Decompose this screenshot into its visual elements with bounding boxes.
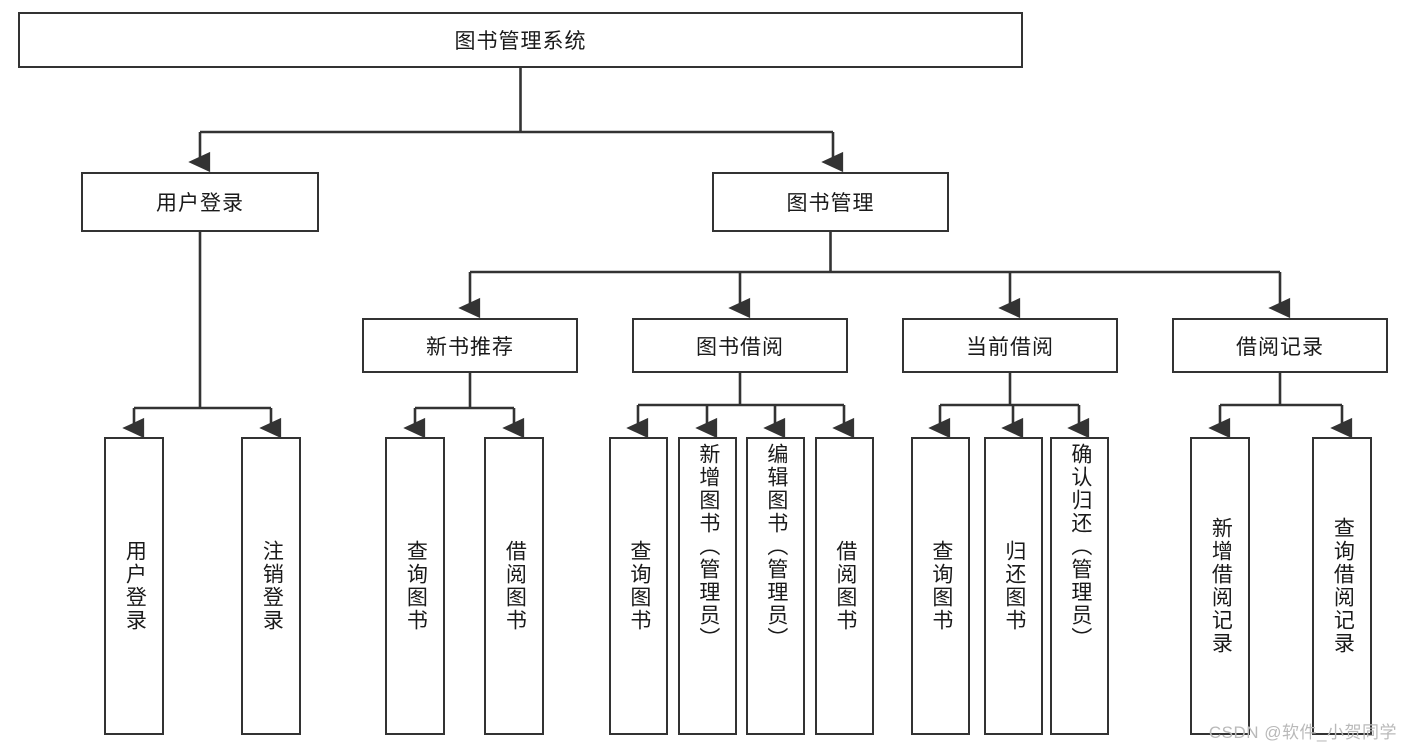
leaf-node[interactable]: 用户登录 bbox=[104, 437, 164, 735]
node-root[interactable]: 图书管理系统 bbox=[18, 12, 1023, 68]
leaf-label: 借阅图书 bbox=[833, 540, 857, 632]
leaf-label: 确认归还（管理员） bbox=[1068, 443, 1092, 650]
node-current-borrow[interactable]: 当前借阅 bbox=[902, 318, 1118, 373]
node-root-label: 图书管理系统 bbox=[454, 30, 587, 53]
node-book-borrow[interactable]: 图书借阅 bbox=[632, 318, 848, 373]
leaf-node[interactable]: 查询借阅记录 bbox=[1312, 437, 1372, 735]
node-user-login-label: 用户登录 bbox=[156, 192, 244, 215]
leaf-node[interactable]: 确认归还（管理员） bbox=[1050, 437, 1109, 735]
leaf-label: 借阅图书 bbox=[503, 540, 527, 632]
leaf-label: 查询图书 bbox=[627, 540, 651, 632]
leaf-node[interactable]: 编辑图书（管理员） bbox=[746, 437, 805, 735]
leaf-label: 注销登录 bbox=[260, 540, 284, 632]
leaf-node[interactable]: 查询图书 bbox=[385, 437, 445, 735]
leaf-label: 编辑图书（管理员） bbox=[764, 443, 788, 650]
leaf-node[interactable]: 借阅图书 bbox=[815, 437, 874, 735]
csdn-watermark: CSDN @软件_小贺同学 bbox=[1208, 723, 1397, 742]
node-book-management[interactable]: 图书管理 bbox=[712, 172, 949, 232]
leaf-label: 用户登录 bbox=[123, 540, 147, 632]
node-book-borrow-label: 图书借阅 bbox=[696, 335, 784, 359]
leaf-node[interactable]: 查询图书 bbox=[911, 437, 970, 735]
leaf-label: 归还图书 bbox=[1002, 540, 1026, 632]
leaf-label: 新增图书（管理员） bbox=[696, 443, 720, 650]
leaf-node[interactable]: 新增借阅记录 bbox=[1190, 437, 1250, 735]
leaf-node[interactable]: 查询图书 bbox=[609, 437, 668, 735]
leaf-node[interactable]: 归还图书 bbox=[984, 437, 1043, 735]
leaf-node[interactable]: 新增图书（管理员） bbox=[678, 437, 737, 735]
node-borrow-record-label: 借阅记录 bbox=[1236, 335, 1324, 359]
node-new-book-recommend-label: 新书推荐 bbox=[426, 335, 514, 359]
leaf-node[interactable]: 借阅图书 bbox=[484, 437, 544, 735]
node-new-book-recommend[interactable]: 新书推荐 bbox=[362, 318, 578, 373]
leaf-label: 新增借阅记录 bbox=[1209, 517, 1233, 655]
node-user-login[interactable]: 用户登录 bbox=[81, 172, 319, 232]
node-current-borrow-label: 当前借阅 bbox=[966, 335, 1054, 359]
node-book-management-label: 图书管理 bbox=[786, 192, 875, 215]
leaf-label: 查询借阅记录 bbox=[1331, 517, 1355, 655]
leaf-label: 查询图书 bbox=[404, 540, 428, 632]
leaf-label: 查询图书 bbox=[929, 540, 953, 632]
node-borrow-record[interactable]: 借阅记录 bbox=[1172, 318, 1388, 373]
leaf-node[interactable]: 注销登录 bbox=[241, 437, 301, 735]
